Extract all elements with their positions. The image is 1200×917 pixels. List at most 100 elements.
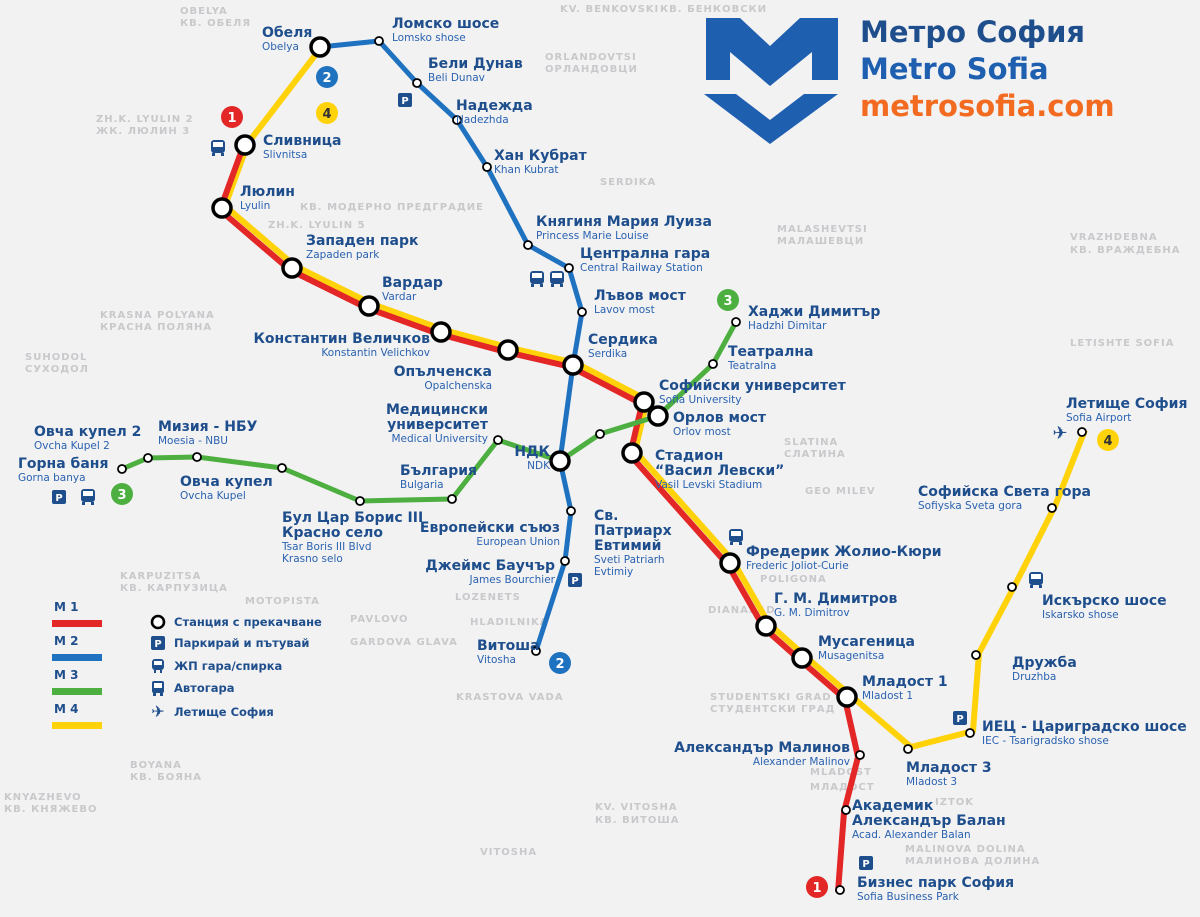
district-label: SERDIKA xyxy=(600,177,656,188)
transfer-station-marker[interactable] xyxy=(211,197,233,219)
district-label: МЛАДОСТ xyxy=(810,782,875,793)
station-marker[interactable] xyxy=(277,463,287,473)
transfer-station-marker[interactable] xyxy=(497,339,519,361)
transfer-station-marker[interactable] xyxy=(647,405,669,427)
station-marker[interactable] xyxy=(855,750,865,760)
legend-airport-label: Летище София xyxy=(174,704,274,719)
line-badge-number: 4 xyxy=(1103,434,1112,449)
station-marker[interactable] xyxy=(447,494,457,504)
transfer-station-marker[interactable] xyxy=(562,354,584,376)
station-marker[interactable] xyxy=(1007,582,1017,592)
district-label: SLATINA xyxy=(784,437,838,448)
line-badge-m2: 2 xyxy=(316,66,338,88)
transfer-station-marker[interactable] xyxy=(549,450,571,472)
transfer-station-marker[interactable] xyxy=(621,442,643,464)
transfer-station-marker[interactable] xyxy=(309,36,331,58)
district-label: STUDENTSKI GRAD xyxy=(710,692,832,703)
station-marker[interactable] xyxy=(564,263,574,273)
transfer-station-marker[interactable] xyxy=(633,391,655,413)
station-marker[interactable] xyxy=(143,453,153,463)
station-marker[interactable] xyxy=(595,429,605,439)
station-marker[interactable] xyxy=(731,317,741,327)
transfer-station-marker[interactable] xyxy=(281,257,303,279)
station-marker[interactable] xyxy=(1047,503,1057,513)
station-stadion[interactable]: Стадион“Васил Левски”Vasil Levski Stadiu… xyxy=(621,442,784,491)
station-marker[interactable] xyxy=(965,728,975,738)
station-marker[interactable] xyxy=(903,744,913,754)
station-marker[interactable] xyxy=(1077,427,1087,437)
station-marker[interactable] xyxy=(560,556,570,566)
transfer-station-marker[interactable] xyxy=(836,686,858,708)
station-marker[interactable] xyxy=(493,435,503,445)
station-marker[interactable] xyxy=(482,162,492,172)
station-marker[interactable] xyxy=(523,240,533,250)
station-marker[interactable] xyxy=(841,805,851,815)
station-marker[interactable] xyxy=(708,359,718,369)
transfer-station-marker[interactable] xyxy=(719,552,741,574)
station-marker[interactable] xyxy=(452,115,462,125)
station-marker[interactable] xyxy=(117,464,127,474)
station-marker[interactable] xyxy=(566,506,576,516)
station-marker[interactable] xyxy=(971,650,981,660)
transfer-station-marker[interactable] xyxy=(358,295,380,317)
parking-icon: P xyxy=(859,856,873,870)
station-marker[interactable] xyxy=(577,307,587,317)
brand-url[interactable]: metrosofia.com xyxy=(860,89,1115,123)
transfer-station-marker[interactable] xyxy=(755,615,777,637)
transfer-station-marker[interactable] xyxy=(791,647,813,669)
station-marker[interactable] xyxy=(835,885,845,895)
station-marker[interactable] xyxy=(355,496,365,506)
station-marker[interactable] xyxy=(412,78,422,88)
station-marker[interactable] xyxy=(374,36,384,46)
transfer-station-marker[interactable] xyxy=(234,134,256,156)
station-marker[interactable] xyxy=(192,452,202,462)
district-label: KRASNA POLYANA xyxy=(100,310,215,321)
transfer-station-marker[interactable] xyxy=(430,321,452,343)
station-marker[interactable] xyxy=(531,646,541,656)
